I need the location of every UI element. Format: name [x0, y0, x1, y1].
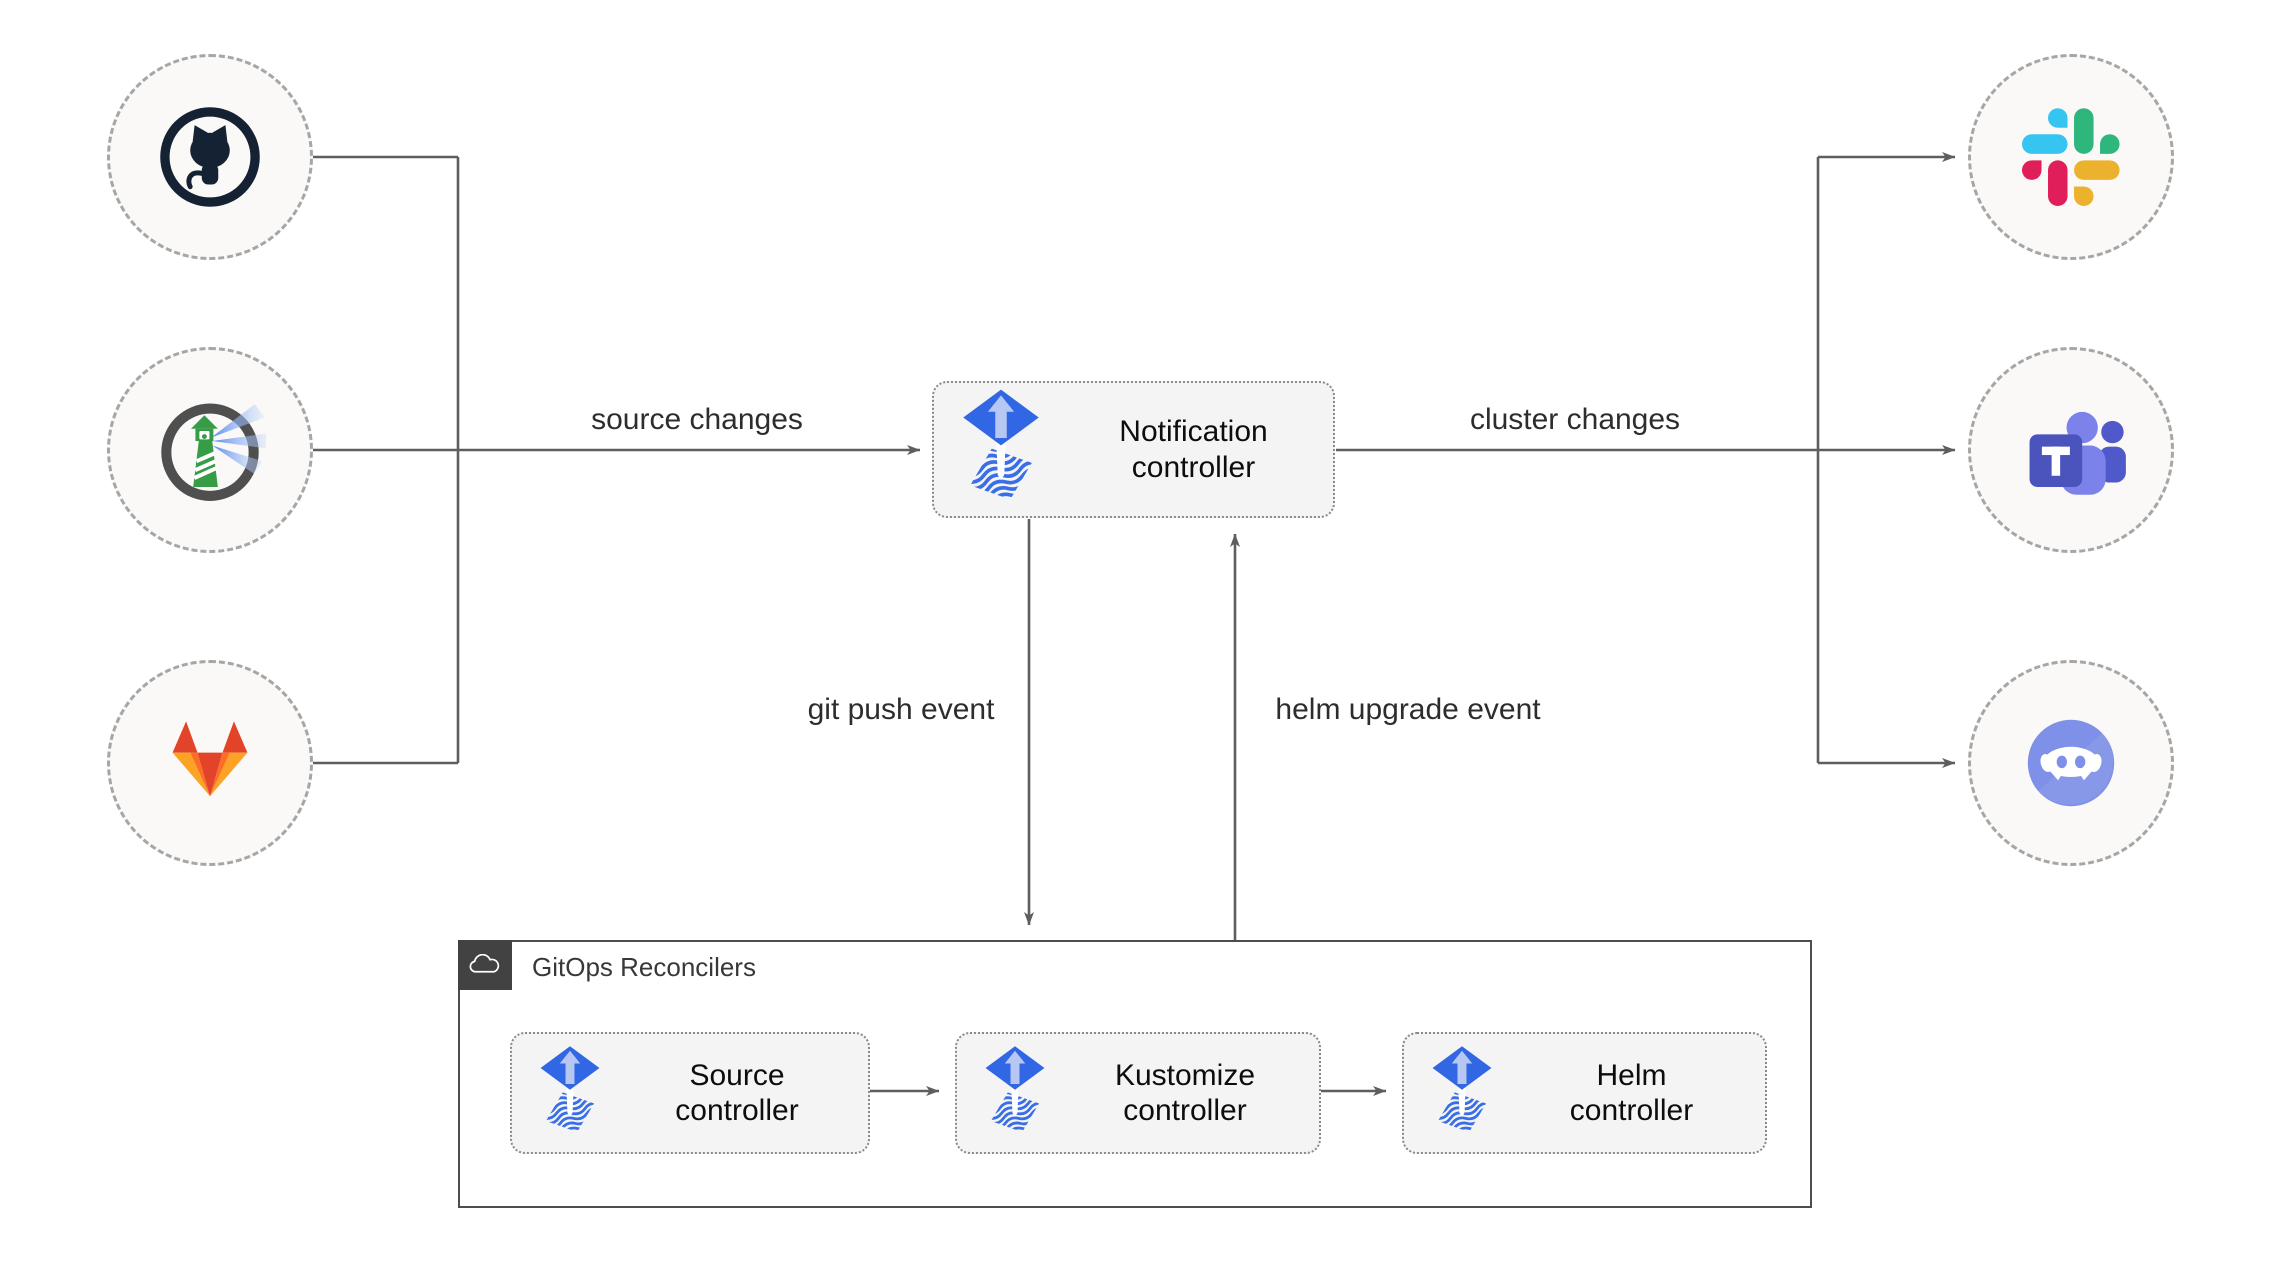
slack-icon: [2022, 108, 2120, 206]
cloud-icon: [468, 954, 502, 976]
edge-label-source-changes: source changes: [584, 402, 810, 438]
kustomize-controller-box: Kustomize controller: [955, 1032, 1321, 1154]
container-title: GitOps Reconcilers: [532, 952, 756, 982]
discord-node: [1968, 660, 2174, 866]
gitlab-icon: [158, 711, 262, 815]
flux-icon: [538, 1045, 602, 1141]
microsoft-teams-icon: [2015, 394, 2127, 506]
gitops-reconcilers-container: GitOps Reconcilers Source controller Kus…: [457, 939, 1812, 1208]
github-node: [107, 54, 313, 260]
flux-icon: [960, 388, 1042, 511]
slack-node: [1968, 54, 2174, 260]
source-controller-box: Source controller: [510, 1032, 870, 1154]
flux-icon: [983, 1045, 1047, 1141]
edge-label-git-push-event: git push event: [800, 692, 1002, 728]
harbor-node: [107, 347, 313, 553]
kustomize-controller-label: Kustomize controller: [1114, 1058, 1256, 1127]
edge-label-helm-upgrade-event: helm upgrade event: [1268, 692, 1548, 728]
discord-icon: [2017, 709, 2125, 817]
flux-icon: [1430, 1045, 1494, 1141]
container-tab: [457, 939, 512, 990]
edge-label-cluster-changes: cluster changes: [1462, 402, 1688, 438]
harbor-icon: [154, 394, 266, 506]
gitlab-node: [107, 660, 313, 866]
helm-controller-box: Helm controller: [1402, 1032, 1767, 1154]
notification-controller-label: Notification controller: [1119, 415, 1268, 484]
github-icon: [155, 102, 265, 212]
helm-controller-label: Helm controller: [1569, 1058, 1694, 1127]
source-controller-label: Source controller: [675, 1058, 799, 1127]
microsoft-teams-node: [1968, 347, 2174, 553]
notification-controller-box: Notification controller: [932, 381, 1335, 518]
